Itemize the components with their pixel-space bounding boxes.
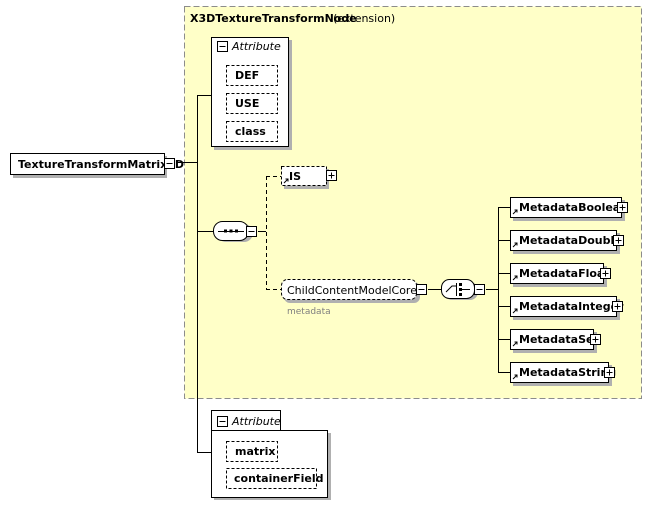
sequence-icon <box>218 229 244 233</box>
svg-text:matrix: matrix <box>235 445 275 458</box>
expand-icon[interactable] <box>326 170 337 181</box>
metadata-boolean[interactable]: MetadataBoolean <box>510 197 629 222</box>
choice-icon <box>445 283 470 296</box>
svg-text:class: class <box>235 125 266 138</box>
expand-icon[interactable] <box>617 202 628 213</box>
expand-icon[interactable] <box>600 268 611 279</box>
metadata-element-list: MetadataBoolean MetadataDouble <box>510 197 629 387</box>
group-reference-note: metadata <box>287 307 331 317</box>
svg-text:USE: USE <box>235 97 259 110</box>
group-reference-collapse-icon[interactable] <box>416 284 427 295</box>
choice-collapse-icon[interactable] <box>474 284 485 295</box>
svg-text:MetadataFloat: MetadataFloat <box>519 267 610 280</box>
svg-text:MetadataDouble: MetadataDouble <box>519 234 622 247</box>
attribute-group-bottom-header: Attribute <box>231 415 281 428</box>
attribute-container-field[interactable]: containerField <box>226 468 324 489</box>
metadata-integer[interactable]: MetadataInteger <box>510 296 625 321</box>
is-element[interactable]: IS <box>281 166 337 190</box>
group-reference-label: ChildContentModelCore <box>287 284 417 297</box>
is-element-label: IS <box>289 170 301 183</box>
attribute-group-bottom: Attribute matrix containerField <box>211 410 331 500</box>
svg-text:MetadataString: MetadataString <box>519 366 616 379</box>
extension-title: X3DTextureTransformNode <box>190 12 357 25</box>
metadata-float[interactable]: MetadataFloat <box>510 263 611 288</box>
root-element[interactable]: TextureTransformMatrix3D <box>10 153 185 179</box>
svg-text:DEF: DEF <box>235 69 259 82</box>
arrow-icon <box>512 374 518 380</box>
attribute-group-top-header: Attribute <box>231 40 281 53</box>
expand-icon[interactable] <box>613 235 624 246</box>
svg-text:MetadataSet: MetadataSet <box>519 333 599 346</box>
metadata-string[interactable]: MetadataString <box>510 362 617 387</box>
attribute-def[interactable]: DEF <box>226 65 278 86</box>
svg-text:MetadataInteger: MetadataInteger <box>519 300 624 313</box>
arrow-icon <box>512 209 518 215</box>
collapse-icon[interactable] <box>164 158 175 169</box>
sequence-compositor[interactable] <box>213 221 257 243</box>
expand-icon[interactable] <box>612 301 623 312</box>
attribute-use[interactable]: USE <box>226 93 278 114</box>
svg-text:MetadataBoolean: MetadataBoolean <box>519 201 628 214</box>
arrow-icon <box>512 308 518 314</box>
choice-compositor[interactable] <box>441 279 485 301</box>
arrow-icon <box>512 341 518 347</box>
metadata-set[interactable]: MetadataSet <box>510 329 601 354</box>
attribute-group-top: Attribute DEF USE class <box>211 37 292 150</box>
group-reference[interactable]: ChildContentModelCore metadata <box>281 279 427 318</box>
attribute-matrix[interactable]: matrix <box>226 441 278 462</box>
arrow-icon <box>512 242 518 248</box>
svg-text:containerField: containerField <box>234 472 323 485</box>
metadata-double[interactable]: MetadataDouble <box>510 230 624 255</box>
attribute-class[interactable]: class <box>226 121 278 142</box>
extension-suffix: (extension) <box>333 12 395 25</box>
expand-icon[interactable] <box>590 334 601 345</box>
expand-icon[interactable] <box>604 367 615 378</box>
connector-lines <box>176 95 510 453</box>
attribute-group-top-collapse-icon[interactable] <box>217 41 228 52</box>
arrow-icon <box>512 275 518 281</box>
root-element-label: TextureTransformMatrix3D <box>18 158 184 171</box>
sequence-collapse-icon[interactable] <box>246 226 257 237</box>
arrow-icon <box>283 178 289 184</box>
